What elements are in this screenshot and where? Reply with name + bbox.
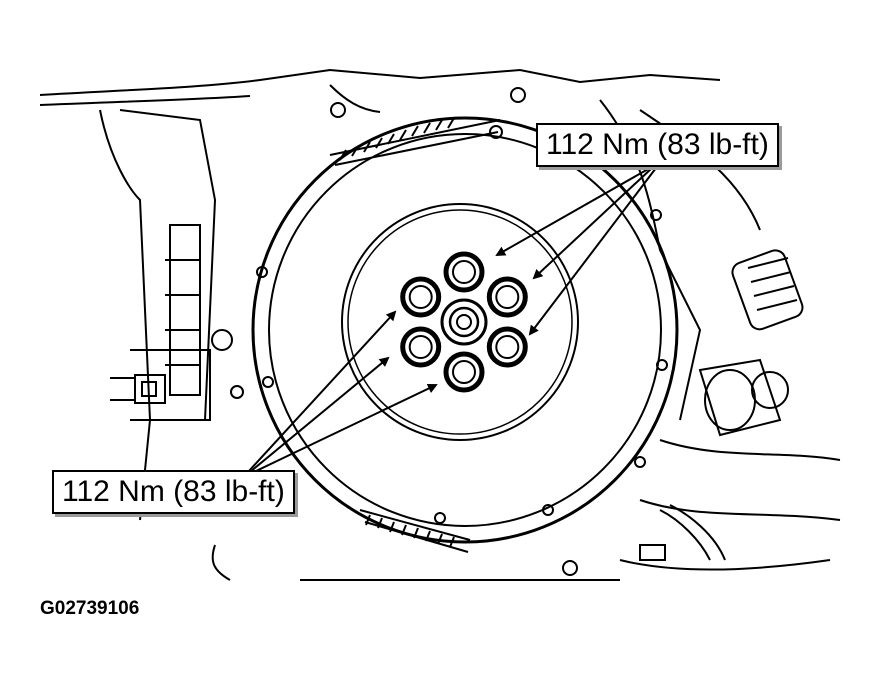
- flywheel: [251, 116, 679, 553]
- top-callout-leaders: [495, 167, 657, 336]
- flywheel-bolt: [400, 276, 442, 318]
- flywheel-bolt: [443, 251, 485, 293]
- starter-motor: [698, 249, 804, 437]
- engine-block-outline: [39, 68, 841, 581]
- flex-plate-face: [341, 203, 579, 441]
- flywheel-bolts: [400, 251, 528, 393]
- block-holes: [211, 87, 668, 576]
- bottom-callout-leaders: [247, 310, 438, 473]
- ring-gear-inner: [268, 133, 662, 527]
- ring-gear-teeth: [329, 119, 501, 166]
- flywheel-bolt: [400, 326, 442, 368]
- flywheel-bolt: [486, 326, 528, 368]
- torque-callout-bottom: 112 Nm (83 lb-ft): [52, 470, 295, 514]
- figure-id-label: G02739106: [40, 598, 140, 619]
- crankshaft-pilot: [440, 298, 488, 346]
- ring-gear-outer: [251, 116, 679, 544]
- flywheel-bolt: [443, 351, 485, 393]
- sensor-connector: [110, 374, 726, 561]
- torque-callout-top: 112 Nm (83 lb-ft): [536, 123, 779, 167]
- flywheel-bolt: [486, 276, 528, 318]
